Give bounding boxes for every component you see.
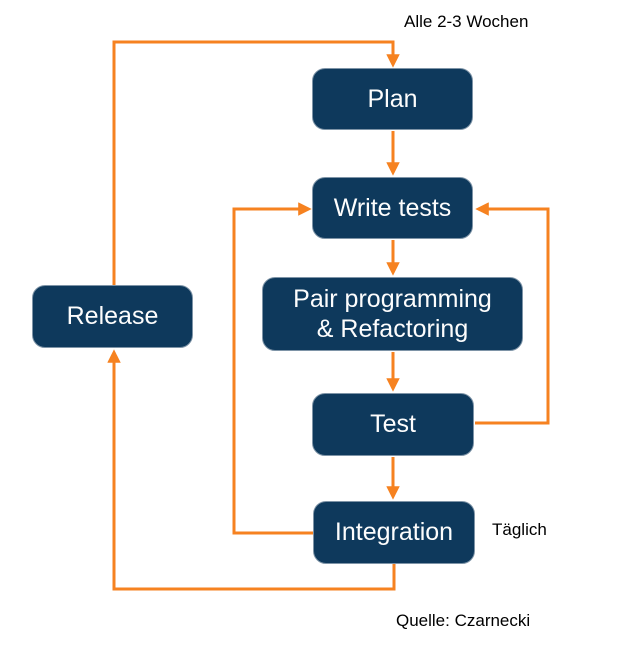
node-release: Release xyxy=(32,285,193,348)
arrow-test-loop-to-write-tests xyxy=(475,202,550,425)
node-plan-label: Plan xyxy=(367,84,418,113)
node-pair-programming-label-line2: & Refactoring xyxy=(316,315,469,343)
node-write-tests-label: Write tests xyxy=(333,193,452,222)
node-pair-programming-label-line1: Pair programming xyxy=(293,284,492,313)
node-test: Test xyxy=(312,393,474,456)
arrow-integration-to-release xyxy=(107,349,396,591)
node-integration: Integration xyxy=(313,501,475,564)
arrow-release-to-plan xyxy=(112,40,400,285)
node-pair-programming: Pair programming & Refactoring xyxy=(262,277,523,351)
node-plan: Plan xyxy=(312,68,473,130)
daily-note-label: Täglich xyxy=(492,520,547,539)
arrow-integration-loop-to-write-tests xyxy=(232,202,313,535)
node-test-label: Test xyxy=(370,410,416,439)
node-integration-label: Integration xyxy=(334,518,454,547)
node-release-label: Release xyxy=(66,302,159,331)
cycle-note-label: Alle 2-3 Wochen xyxy=(404,12,529,31)
source-credit-label: Quelle: Czarnecki xyxy=(396,611,531,630)
node-write-tests: Write tests xyxy=(312,177,473,239)
